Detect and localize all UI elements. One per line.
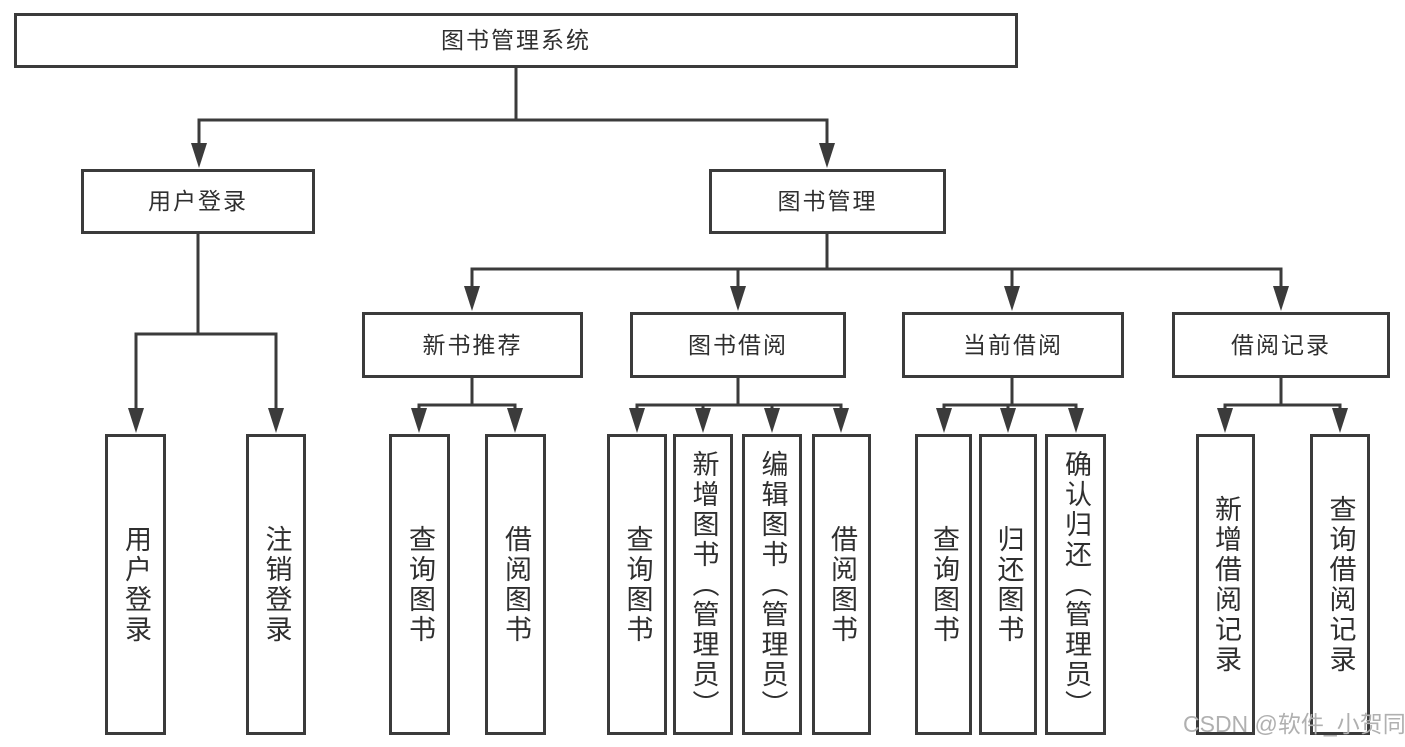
leaf-borrow-books-2: 借阅图书 [812,434,871,735]
leaf-add-book-admin: 新增图书（管理员） [673,434,733,735]
leaf-edit-book-admin: 编辑图书（管理员） [742,434,802,735]
leaf-return-book-label: 归还图书 [993,524,1024,645]
node-current-borrow-label: 当前借阅 [963,331,1063,358]
node-root: 图书管理系统 [14,13,1018,68]
leaf-query-borrow-record-label: 查询借阅记录 [1325,494,1356,675]
leaf-logout: 注销登录 [246,434,306,735]
leaf-query-books-1-label: 查询图书 [405,524,435,645]
leaf-add-book-admin-label: 新增图书（管理员） [688,449,719,720]
leaf-add-borrow-record: 新增借阅记录 [1196,434,1255,735]
node-book-borrow-label: 图书借阅 [688,331,788,358]
node-user-login: 用户登录 [81,169,315,234]
node-new-book-recommend: 新书推荐 [362,312,583,378]
leaf-confirm-return-admin: 确认归还（管理员） [1045,434,1106,735]
leaf-return-book: 归还图书 [979,434,1037,735]
leaf-borrow-books-1-label: 借阅图书 [501,524,531,645]
leaf-user-login-label: 用户登录 [121,524,151,645]
leaf-query-books-3: 查询图书 [915,434,972,735]
node-new-book-recommend-label: 新书推荐 [422,331,523,358]
node-root-label: 图书管理系统 [441,27,591,53]
node-current-borrow: 当前借阅 [902,312,1124,378]
node-borrow-records: 借阅记录 [1172,312,1390,378]
leaf-query-books-2-label: 查询图书 [622,524,653,645]
leaf-confirm-return-admin-label: 确认归还（管理员） [1061,449,1091,720]
leaf-query-books-2: 查询图书 [607,434,667,735]
leaf-borrow-books-2-label: 借阅图书 [827,524,857,645]
leaf-borrow-books-1: 借阅图书 [485,434,546,735]
leaf-user-login: 用户登录 [105,434,166,735]
leaf-query-borrow-record: 查询借阅记录 [1310,434,1370,735]
node-book-borrow: 图书借阅 [630,312,846,378]
leaf-query-books-1: 查询图书 [389,434,450,735]
node-borrow-records-label: 借阅记录 [1231,331,1331,358]
node-user-login-label: 用户登录 [148,188,248,214]
leaf-query-books-3-label: 查询图书 [929,524,959,645]
node-book-management-label: 图书管理 [777,188,878,214]
watermark: CSDN @软件_小贺同学 [1183,711,1405,737]
leaf-add-borrow-record-label: 新增借阅记录 [1211,494,1241,675]
leaf-edit-book-admin-label: 编辑图书（管理员） [757,449,788,720]
leaf-logout-label: 注销登录 [261,524,292,645]
node-book-management: 图书管理 [709,169,946,234]
